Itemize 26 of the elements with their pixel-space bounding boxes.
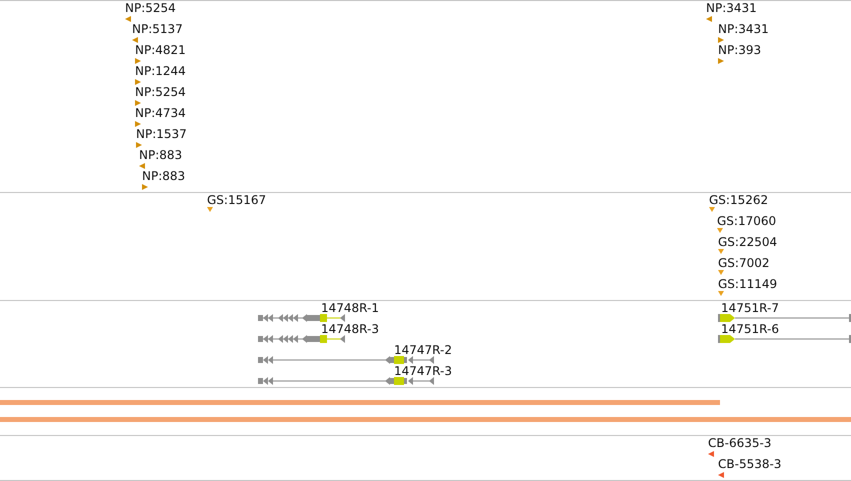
feature-label: NP:3431: [718, 22, 769, 36]
feature-label: CB-5538-3: [718, 457, 782, 471]
feature-label: NP:4821: [135, 43, 186, 57]
feature-label: 14748R-3: [321, 322, 379, 336]
feature-label: 14751R-7: [721, 301, 779, 315]
feature-label: 14748R-1: [321, 301, 379, 315]
feature-label: NP:4734: [135, 106, 186, 120]
feature-label: NP:883: [139, 148, 182, 162]
feature-label: NP:1244: [135, 64, 186, 78]
feature-label: NP:5254: [125, 1, 176, 15]
feature-label: NP:393: [718, 43, 762, 57]
feature-label: NP:3431: [706, 1, 757, 15]
feature-label: 14747R-3: [394, 364, 452, 378]
feature-label: CB-6635-3: [708, 436, 772, 450]
feature-label: NP:1537: [136, 127, 187, 141]
feature-label: 14751R-6: [721, 322, 779, 336]
feature-label: GS:7002: [718, 256, 770, 270]
feature-label: NP:5137: [132, 22, 183, 36]
feature-label: NP:883: [142, 169, 186, 183]
feature-label: 14747R-2: [394, 343, 452, 357]
feature-label: GS:22504: [718, 235, 778, 249]
feature-label: GS:15262: [709, 193, 768, 207]
feature-label: GS:15167: [207, 193, 266, 207]
feature-label: GS:11149: [718, 277, 778, 291]
feature-label: NP:5254: [135, 85, 186, 99]
feature-label: GS:17060: [717, 214, 776, 228]
